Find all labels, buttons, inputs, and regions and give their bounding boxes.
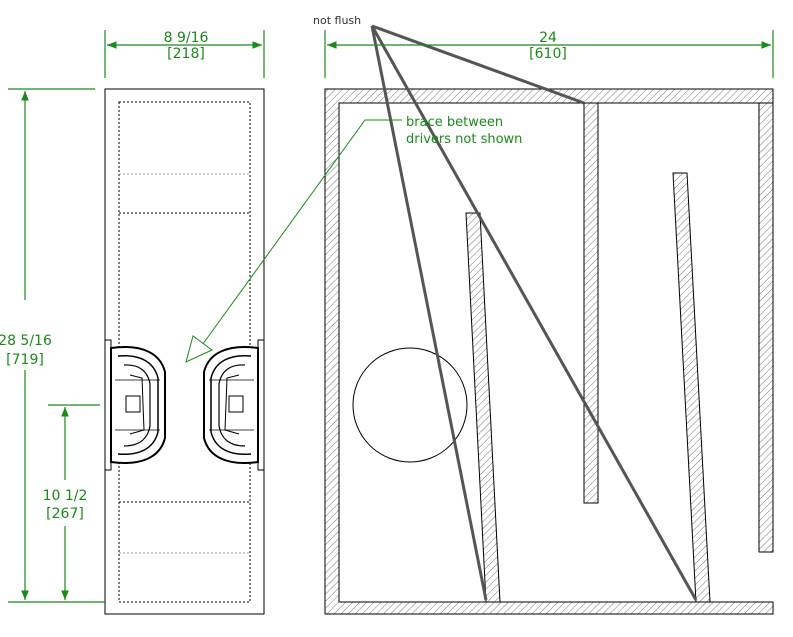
left-driver [104,339,166,471]
driver-height-imperial: 10 1/2 [43,488,88,504]
brace-note-line2: drivers not shown [406,132,522,147]
height-metric: [719] [6,352,44,368]
slanted-baffle [465,212,501,603]
front-width-metric: [610] [529,46,567,62]
divider-panel [583,102,599,504]
right-driver [203,339,265,471]
not-flush-leaders [370,24,698,601]
side-view [104,88,265,615]
brace-leader [185,119,402,363]
side-width-imperial: 8 9/16 [164,30,209,46]
front-width-imperial: 24 [539,30,557,46]
not-flush-label: not flush [313,14,361,27]
section-view [324,88,774,615]
outer-wall [324,88,774,615]
side-width-metric: [218] [167,46,205,62]
right-wall [758,102,774,553]
brace-note-line1: brace between [406,115,503,130]
driver-height-metric: [267] [46,506,84,522]
slanted-baffle [672,172,711,603]
height-imperial: 28 5/16 [0,333,52,349]
port-circle [352,347,468,463]
